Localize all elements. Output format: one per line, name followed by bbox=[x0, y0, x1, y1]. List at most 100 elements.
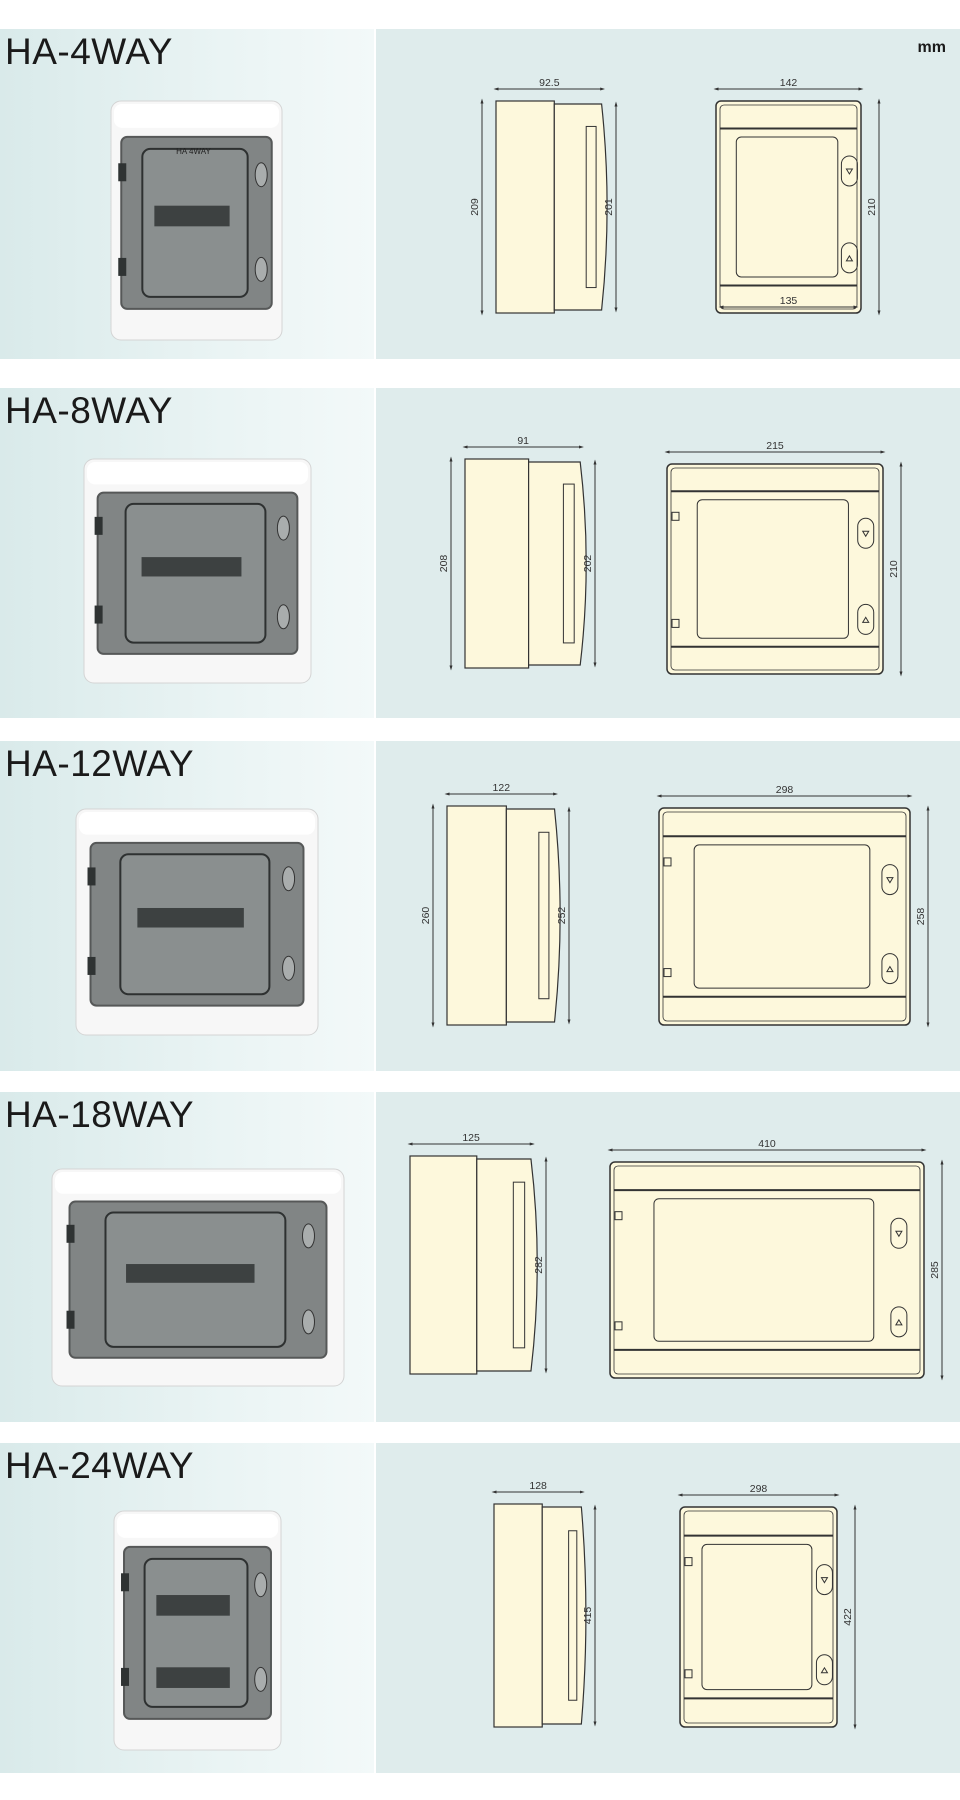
side-height-left-dimension-label: 208 bbox=[438, 555, 450, 573]
hinge-icon bbox=[118, 257, 127, 276]
hinge-icon bbox=[663, 857, 672, 867]
side-depth-dimension-label: 92.5 bbox=[539, 77, 560, 89]
latch-icon bbox=[276, 515, 290, 541]
din-rail-cutout bbox=[156, 1667, 230, 1688]
side-hinge-bar bbox=[512, 1181, 526, 1349]
product-photo-panel: HA-12WAY bbox=[0, 741, 374, 1071]
latch-icon bbox=[840, 242, 858, 274]
product-photo-panel: HA-8WAY bbox=[0, 388, 374, 718]
front-height-dimension-label: 210 bbox=[866, 198, 878, 216]
unit-label: mm bbox=[917, 39, 946, 56]
front-inner-outline bbox=[613, 1165, 921, 1375]
hinge-icon bbox=[671, 618, 680, 628]
hinge-icon bbox=[118, 163, 127, 182]
latch-icon bbox=[815, 1654, 833, 1686]
side-depth-dimension-label: 125 bbox=[462, 1132, 480, 1144]
side-cover bbox=[476, 1158, 538, 1372]
front-window bbox=[735, 136, 839, 278]
front-width-dimension-label: 298 bbox=[750, 1483, 768, 1495]
front-window bbox=[696, 499, 849, 639]
latch-icon bbox=[282, 866, 296, 892]
side-base bbox=[409, 1155, 478, 1375]
front-outline bbox=[658, 807, 911, 1026]
side-base bbox=[493, 1503, 543, 1728]
product-title: HA-12WAY bbox=[5, 743, 195, 784]
triangle-up-icon bbox=[845, 254, 854, 262]
hinge-icon bbox=[121, 1573, 130, 1592]
triangle-down-icon bbox=[894, 1230, 903, 1238]
hinge-icon bbox=[87, 867, 96, 886]
enclosure-top bbox=[117, 1514, 278, 1538]
front-inner-outline bbox=[670, 467, 880, 671]
product-photo-panel: HA-24WAY bbox=[0, 1443, 374, 1773]
side-height-left-dimension-label: 260 bbox=[420, 907, 432, 925]
latch-icon bbox=[881, 953, 899, 985]
hinge-icon bbox=[121, 1667, 130, 1686]
side-height-right-dimension-label: 415 bbox=[582, 1607, 594, 1625]
enclosure-photo bbox=[51, 1168, 345, 1387]
hinge-icon bbox=[94, 605, 103, 624]
side-base bbox=[495, 100, 555, 314]
hinge-icon bbox=[87, 956, 96, 975]
front-view: 298 422 bbox=[677, 1483, 857, 1730]
front-width-dimension-label: 142 bbox=[780, 77, 798, 89]
side-depth-dimension-label: 122 bbox=[493, 782, 511, 794]
front-outline bbox=[679, 1506, 838, 1728]
triangle-down-icon bbox=[845, 168, 854, 175]
front-window bbox=[653, 1198, 875, 1342]
hinge-icon bbox=[663, 968, 672, 978]
hinge-icon bbox=[671, 511, 680, 521]
enclosure-top bbox=[55, 1172, 341, 1194]
front-height-dimension-label: 258 bbox=[915, 908, 927, 926]
side-base bbox=[464, 458, 530, 669]
side-height-right-dimension-label: 252 bbox=[556, 907, 568, 925]
latch-icon bbox=[857, 517, 875, 549]
latch-icon bbox=[857, 603, 875, 635]
front-height-dimension-label: 285 bbox=[929, 1261, 941, 1279]
latch-icon bbox=[276, 604, 290, 630]
side-hinge-bar bbox=[585, 125, 597, 289]
front-window bbox=[701, 1543, 813, 1691]
side-depth-dimension-label: 91 bbox=[517, 435, 529, 447]
latch-icon bbox=[840, 155, 858, 187]
front-height-dimension-label: 422 bbox=[842, 1608, 854, 1626]
hinge-icon bbox=[66, 1224, 75, 1243]
side-view: 122 260 252 bbox=[420, 782, 571, 1028]
enclosure-photo: HA 4WAY bbox=[110, 100, 283, 341]
product-title: HA-18WAY bbox=[5, 1094, 195, 1135]
side-height-right-dimension-label: 201 bbox=[603, 198, 615, 216]
din-rail-cutout bbox=[154, 205, 230, 227]
triangle-down-icon bbox=[820, 1577, 829, 1584]
front-outline bbox=[666, 463, 884, 675]
triangle-up-icon bbox=[820, 1666, 829, 1674]
hinge-icon bbox=[684, 1669, 693, 1679]
latch-icon bbox=[282, 955, 296, 981]
din-rail-cutout bbox=[126, 1264, 255, 1283]
front-outline bbox=[609, 1161, 925, 1379]
latch-icon bbox=[881, 864, 899, 896]
latch-icon bbox=[254, 1666, 268, 1692]
side-base bbox=[446, 805, 507, 1026]
hinge-icon bbox=[684, 1557, 693, 1567]
door-label: HA 4WAY bbox=[176, 147, 211, 156]
triangle-up-icon bbox=[894, 1318, 903, 1326]
side-cover bbox=[553, 103, 608, 311]
side-cover bbox=[505, 808, 561, 1023]
latch-icon bbox=[254, 1572, 268, 1598]
product-photo-panel: HA-18WAY bbox=[0, 1092, 374, 1422]
enclosure-photo bbox=[75, 808, 319, 1036]
side-cover bbox=[541, 1506, 587, 1725]
